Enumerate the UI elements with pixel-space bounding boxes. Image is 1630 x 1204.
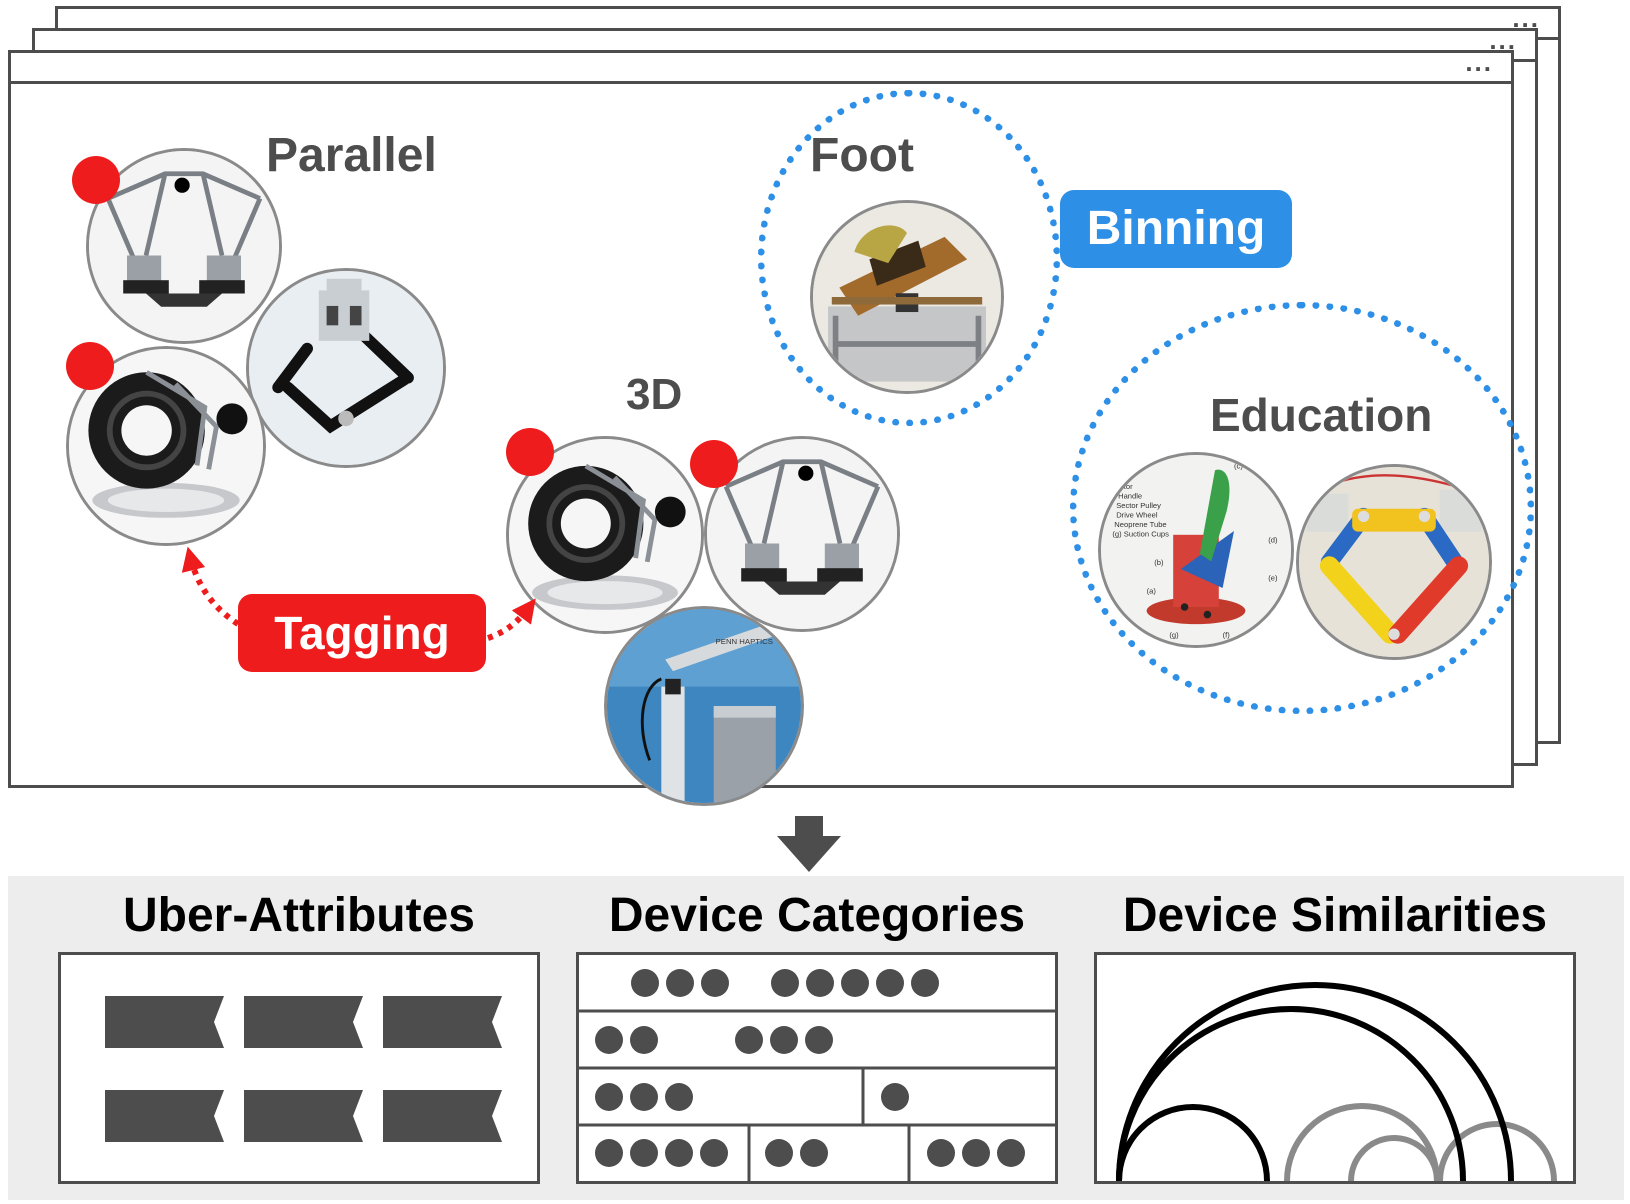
diagram-text: Neoprene Tube	[1114, 520, 1166, 529]
device-photo-education-diagram: ctor Handle Sector Pulley Drive Wheel Ne…	[1098, 452, 1294, 648]
diagram-text: (a)	[1147, 587, 1157, 596]
dot-icon	[595, 1139, 623, 1167]
arc-link	[1116, 1104, 1270, 1181]
dot-icon	[962, 1139, 990, 1167]
dot-icon	[630, 1026, 658, 1054]
window-menu-dots: ...	[1465, 47, 1493, 77]
dot-icon	[770, 1026, 798, 1054]
tag-icon	[244, 996, 363, 1048]
device-similarities-title: Device Similarities	[1122, 889, 1548, 942]
device-photo-education-linkage	[1296, 464, 1492, 660]
foot-label: Foot	[810, 129, 914, 182]
uber-attributes-box	[58, 952, 540, 1184]
diagram-text: (d)	[1268, 535, 1278, 544]
device-photo-foot	[810, 200, 1004, 394]
bin-circle-education	[1070, 302, 1534, 714]
device-categories-title: Device Categories	[608, 889, 1026, 942]
arc-link	[1284, 1103, 1440, 1181]
tag-grid	[105, 996, 502, 1142]
dot-icon	[595, 1083, 623, 1111]
device-photo-3d-pen: PENN HAPTICS	[604, 606, 804, 806]
product-label: PENN HAPTICS	[716, 637, 773, 646]
tag-marker-dot	[690, 440, 738, 488]
three-d-label: 3D	[626, 370, 683, 419]
tag-icon	[105, 1090, 224, 1142]
tag-marker-dot	[72, 156, 120, 204]
parallel-label: Parallel	[266, 129, 437, 182]
diagram-text: (e)	[1268, 573, 1278, 582]
tag-marker-dot	[66, 342, 114, 390]
dot-icon	[665, 1083, 693, 1111]
device-photo-3d-delta	[704, 436, 900, 632]
arc-link	[1116, 1006, 1466, 1181]
device-categories-box	[576, 952, 1058, 1184]
diagram-text: (b)	[1154, 558, 1164, 567]
arc-link	[1348, 1135, 1440, 1181]
dot-icon	[771, 969, 799, 997]
dot-icon	[876, 969, 904, 997]
uber-attributes-title: Uber-Attributes	[122, 889, 475, 942]
education-label: Education	[1210, 389, 1433, 441]
binning-badge: Binning	[1060, 190, 1292, 268]
category-grid	[579, 969, 1055, 1181]
window-titlebar: ...	[11, 47, 1511, 84]
similarity-arcs	[1116, 982, 1557, 1181]
dot-icon	[997, 1139, 1025, 1167]
device-similarities-box	[1094, 952, 1576, 1184]
dot-icon	[881, 1083, 909, 1111]
diagram-text: (c)	[1234, 461, 1243, 470]
dot-icon	[630, 1139, 658, 1167]
tagging-badge: Tagging	[238, 594, 486, 672]
dot-icon	[841, 969, 869, 997]
dot-icon	[665, 1139, 693, 1167]
dot-icon	[927, 1139, 955, 1167]
dot-icon	[806, 969, 834, 997]
dot-icon	[765, 1139, 793, 1167]
tag-icon	[244, 1090, 363, 1142]
tag-icon	[383, 1090, 502, 1142]
diagram-text: Sector Pulley	[1116, 501, 1161, 510]
dot-icon	[631, 969, 659, 997]
diagram-text: (f)	[1223, 630, 1231, 639]
diagram-text: ctor	[1120, 482, 1133, 491]
dot-icon	[666, 969, 694, 997]
diagram-text: (g) Suction Cups	[1112, 530, 1169, 539]
down-arrow-icon	[777, 816, 841, 872]
arc-link	[1437, 1121, 1557, 1181]
dot-icon	[630, 1083, 658, 1111]
tag-marker-dot	[506, 428, 554, 476]
dot-icon	[595, 1026, 623, 1054]
tag-icon	[383, 996, 502, 1048]
dot-icon	[701, 969, 729, 997]
device-photo-parallel-frame	[246, 268, 446, 468]
dot-icon	[700, 1139, 728, 1167]
dot-icon	[735, 1026, 763, 1054]
dot-icon	[800, 1139, 828, 1167]
diagram-text: (g)	[1169, 630, 1179, 639]
dot-icon	[911, 969, 939, 997]
arc-link	[1116, 982, 1514, 1181]
diagram-text: Handle	[1118, 492, 1142, 501]
bin-circle-foot	[758, 90, 1060, 426]
tag-icon	[105, 996, 224, 1048]
dot-icon	[805, 1026, 833, 1054]
diagram-text: Drive Wheel	[1116, 511, 1158, 520]
